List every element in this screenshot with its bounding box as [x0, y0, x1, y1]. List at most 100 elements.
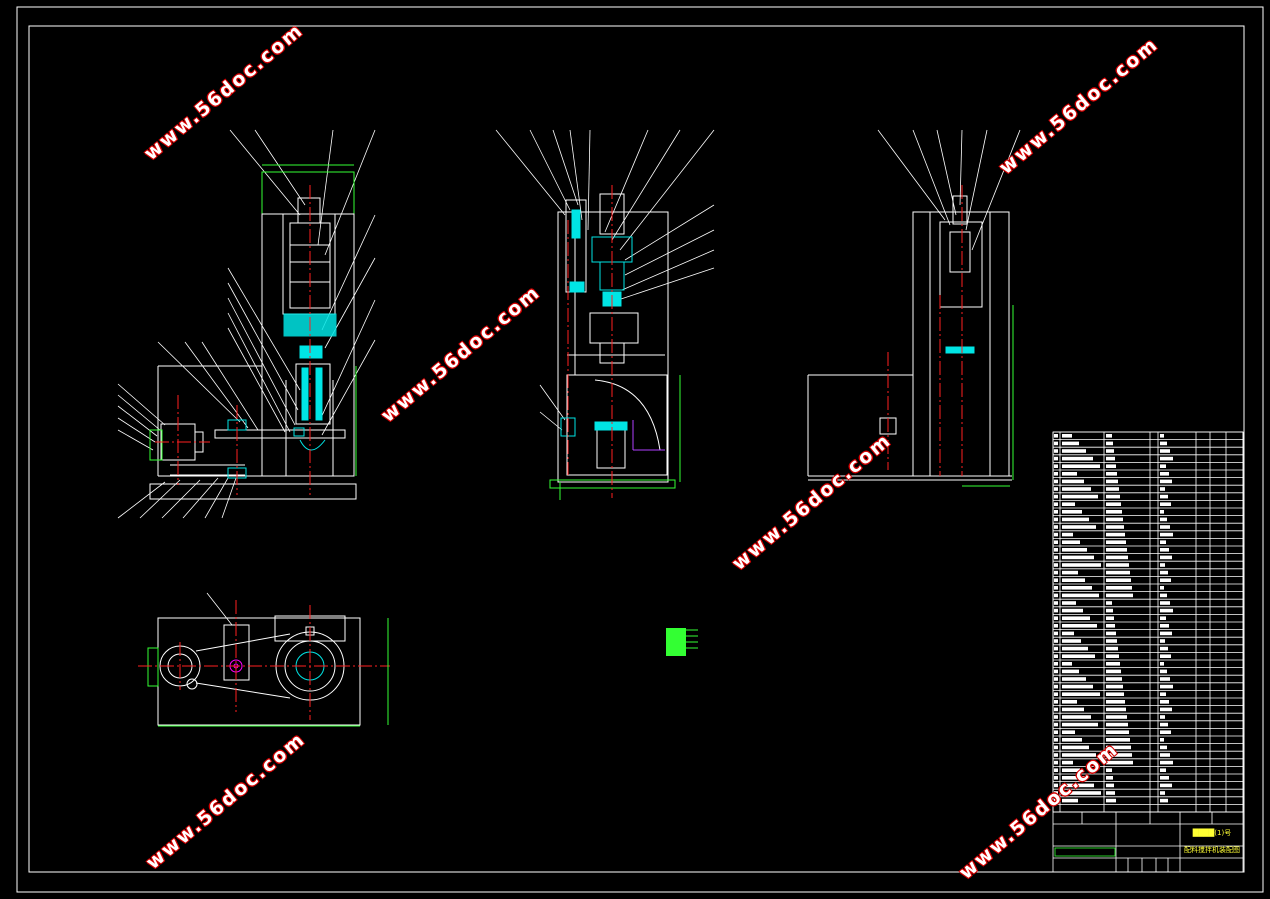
bom-entry-mark	[1106, 745, 1131, 750]
bom-entry-mark	[1106, 563, 1129, 567]
bom-index-mark	[1054, 510, 1058, 514]
bom-index-mark	[1054, 502, 1058, 506]
bom-entry-mark	[1160, 456, 1173, 461]
bom-index-mark	[1054, 555, 1058, 560]
bom-entry-mark	[1062, 722, 1098, 727]
bom-entry-mark	[1106, 684, 1123, 689]
bom-entry-mark	[1106, 464, 1116, 468]
bom-entry-mark	[1106, 434, 1112, 438]
bom-entry-mark	[1062, 616, 1090, 620]
bom-entry-mark	[1160, 639, 1165, 643]
bom-entry-mark	[1062, 776, 1087, 780]
bom-entry-mark	[1106, 502, 1121, 506]
bom-entry-mark	[1062, 563, 1101, 567]
bom-entry-mark	[1160, 669, 1167, 674]
bom-index-mark	[1054, 677, 1058, 681]
side-elevation-view	[495, 129, 715, 500]
bom-index-mark	[1054, 760, 1058, 765]
bom-entry-mark	[1062, 494, 1098, 499]
bom-index-mark	[1054, 791, 1058, 795]
bom-entry-mark	[1062, 745, 1089, 750]
bom-entry-mark	[1106, 586, 1132, 590]
bom-entry-mark	[1062, 692, 1100, 696]
parts-list-table	[1052, 431, 1244, 813]
bom-entry-mark	[1062, 555, 1094, 560]
bom-entry-mark	[1062, 760, 1073, 765]
bom-entry-mark	[1106, 601, 1112, 605]
bom-entry-mark	[1062, 525, 1096, 529]
bom-entry-mark	[1106, 700, 1125, 704]
bom-entry-mark	[1160, 555, 1172, 560]
bom-entry-mark	[1062, 586, 1092, 590]
inner-border	[28, 25, 1245, 873]
bom-entry-mark	[1160, 510, 1164, 514]
bom-index-mark	[1054, 449, 1058, 453]
title-block-drawing-title: 配料搅拌机装配图	[1184, 845, 1240, 854]
bom-entry-mark	[1160, 700, 1169, 704]
bom-index-mark	[1054, 662, 1058, 666]
leader-lines	[495, 129, 715, 431]
bom-entry-mark	[1160, 532, 1173, 537]
bom-entry-mark	[1062, 578, 1085, 582]
bom-entry-mark	[1106, 654, 1119, 658]
bom-entry-mark	[1062, 669, 1079, 674]
bom-entry-mark	[1062, 791, 1101, 795]
bom-entry-mark	[1160, 722, 1168, 727]
bom-entry-mark	[1160, 441, 1167, 446]
bom-index-mark	[1054, 487, 1058, 491]
bom-entry-mark	[1106, 608, 1113, 613]
bom-entry-mark	[1106, 662, 1120, 666]
bom-index-mark	[1054, 586, 1058, 590]
bom-index-mark	[1054, 798, 1058, 803]
bom-entry-mark	[1106, 525, 1124, 529]
bom-index-mark	[1054, 548, 1058, 552]
bom-index-mark	[1054, 738, 1058, 742]
bom-entry-mark	[1160, 502, 1171, 506]
bom-entry-mark	[1106, 441, 1113, 446]
bom-entry-mark	[1062, 517, 1089, 522]
bom-index-mark	[1054, 494, 1058, 499]
bom-index-mark	[1054, 616, 1058, 620]
bom-entry-mark	[1062, 768, 1080, 772]
bom-entry-mark	[1106, 555, 1128, 560]
bom-entry-mark	[1062, 677, 1086, 681]
bom-index-mark	[1054, 578, 1058, 582]
bom-index-mark	[1054, 456, 1058, 461]
leader-lines	[877, 129, 1021, 251]
bom-entry-mark	[1062, 502, 1075, 506]
bom-entry-mark	[1062, 662, 1072, 666]
bom-index-mark	[1054, 631, 1058, 636]
bom-index-mark	[1054, 563, 1058, 567]
bom-entry-mark	[1062, 570, 1078, 575]
bom-entry-mark	[1062, 624, 1097, 628]
bom-index-mark	[1054, 669, 1058, 674]
bom-entry-mark	[1062, 798, 1078, 803]
bom-entry-mark	[1062, 646, 1088, 651]
bom-index-mark	[1054, 525, 1058, 529]
bom-entry-mark	[1106, 449, 1114, 453]
bom-entry-mark	[1160, 563, 1165, 567]
bom-entry-mark	[1160, 464, 1166, 468]
bom-entry-mark	[1062, 487, 1091, 491]
bom-entry-mark	[1160, 631, 1172, 636]
bom-entry-mark	[1062, 753, 1096, 757]
bom-index-mark	[1054, 434, 1058, 438]
bom-entry-mark	[1062, 654, 1095, 658]
bom-entry-mark	[1160, 570, 1168, 575]
bom-entry-mark	[1160, 449, 1170, 453]
bom-index-mark	[1054, 601, 1058, 605]
bom-index-mark	[1054, 532, 1058, 537]
bom-entry-mark	[1160, 662, 1164, 666]
bom-index-mark	[1054, 768, 1058, 772]
bom-entry-mark	[1106, 570, 1130, 575]
bom-entry-mark	[1160, 548, 1169, 552]
bom-entry-mark	[1160, 692, 1166, 696]
bom-entry-mark	[1062, 639, 1081, 643]
bom-entry-mark	[1106, 624, 1115, 628]
bom-entry-mark	[1160, 624, 1169, 628]
bom-index-mark	[1054, 624, 1058, 628]
bom-entry-mark	[1160, 798, 1168, 803]
bom-entry-mark	[1062, 593, 1099, 598]
bom-entry-mark	[1160, 776, 1169, 780]
